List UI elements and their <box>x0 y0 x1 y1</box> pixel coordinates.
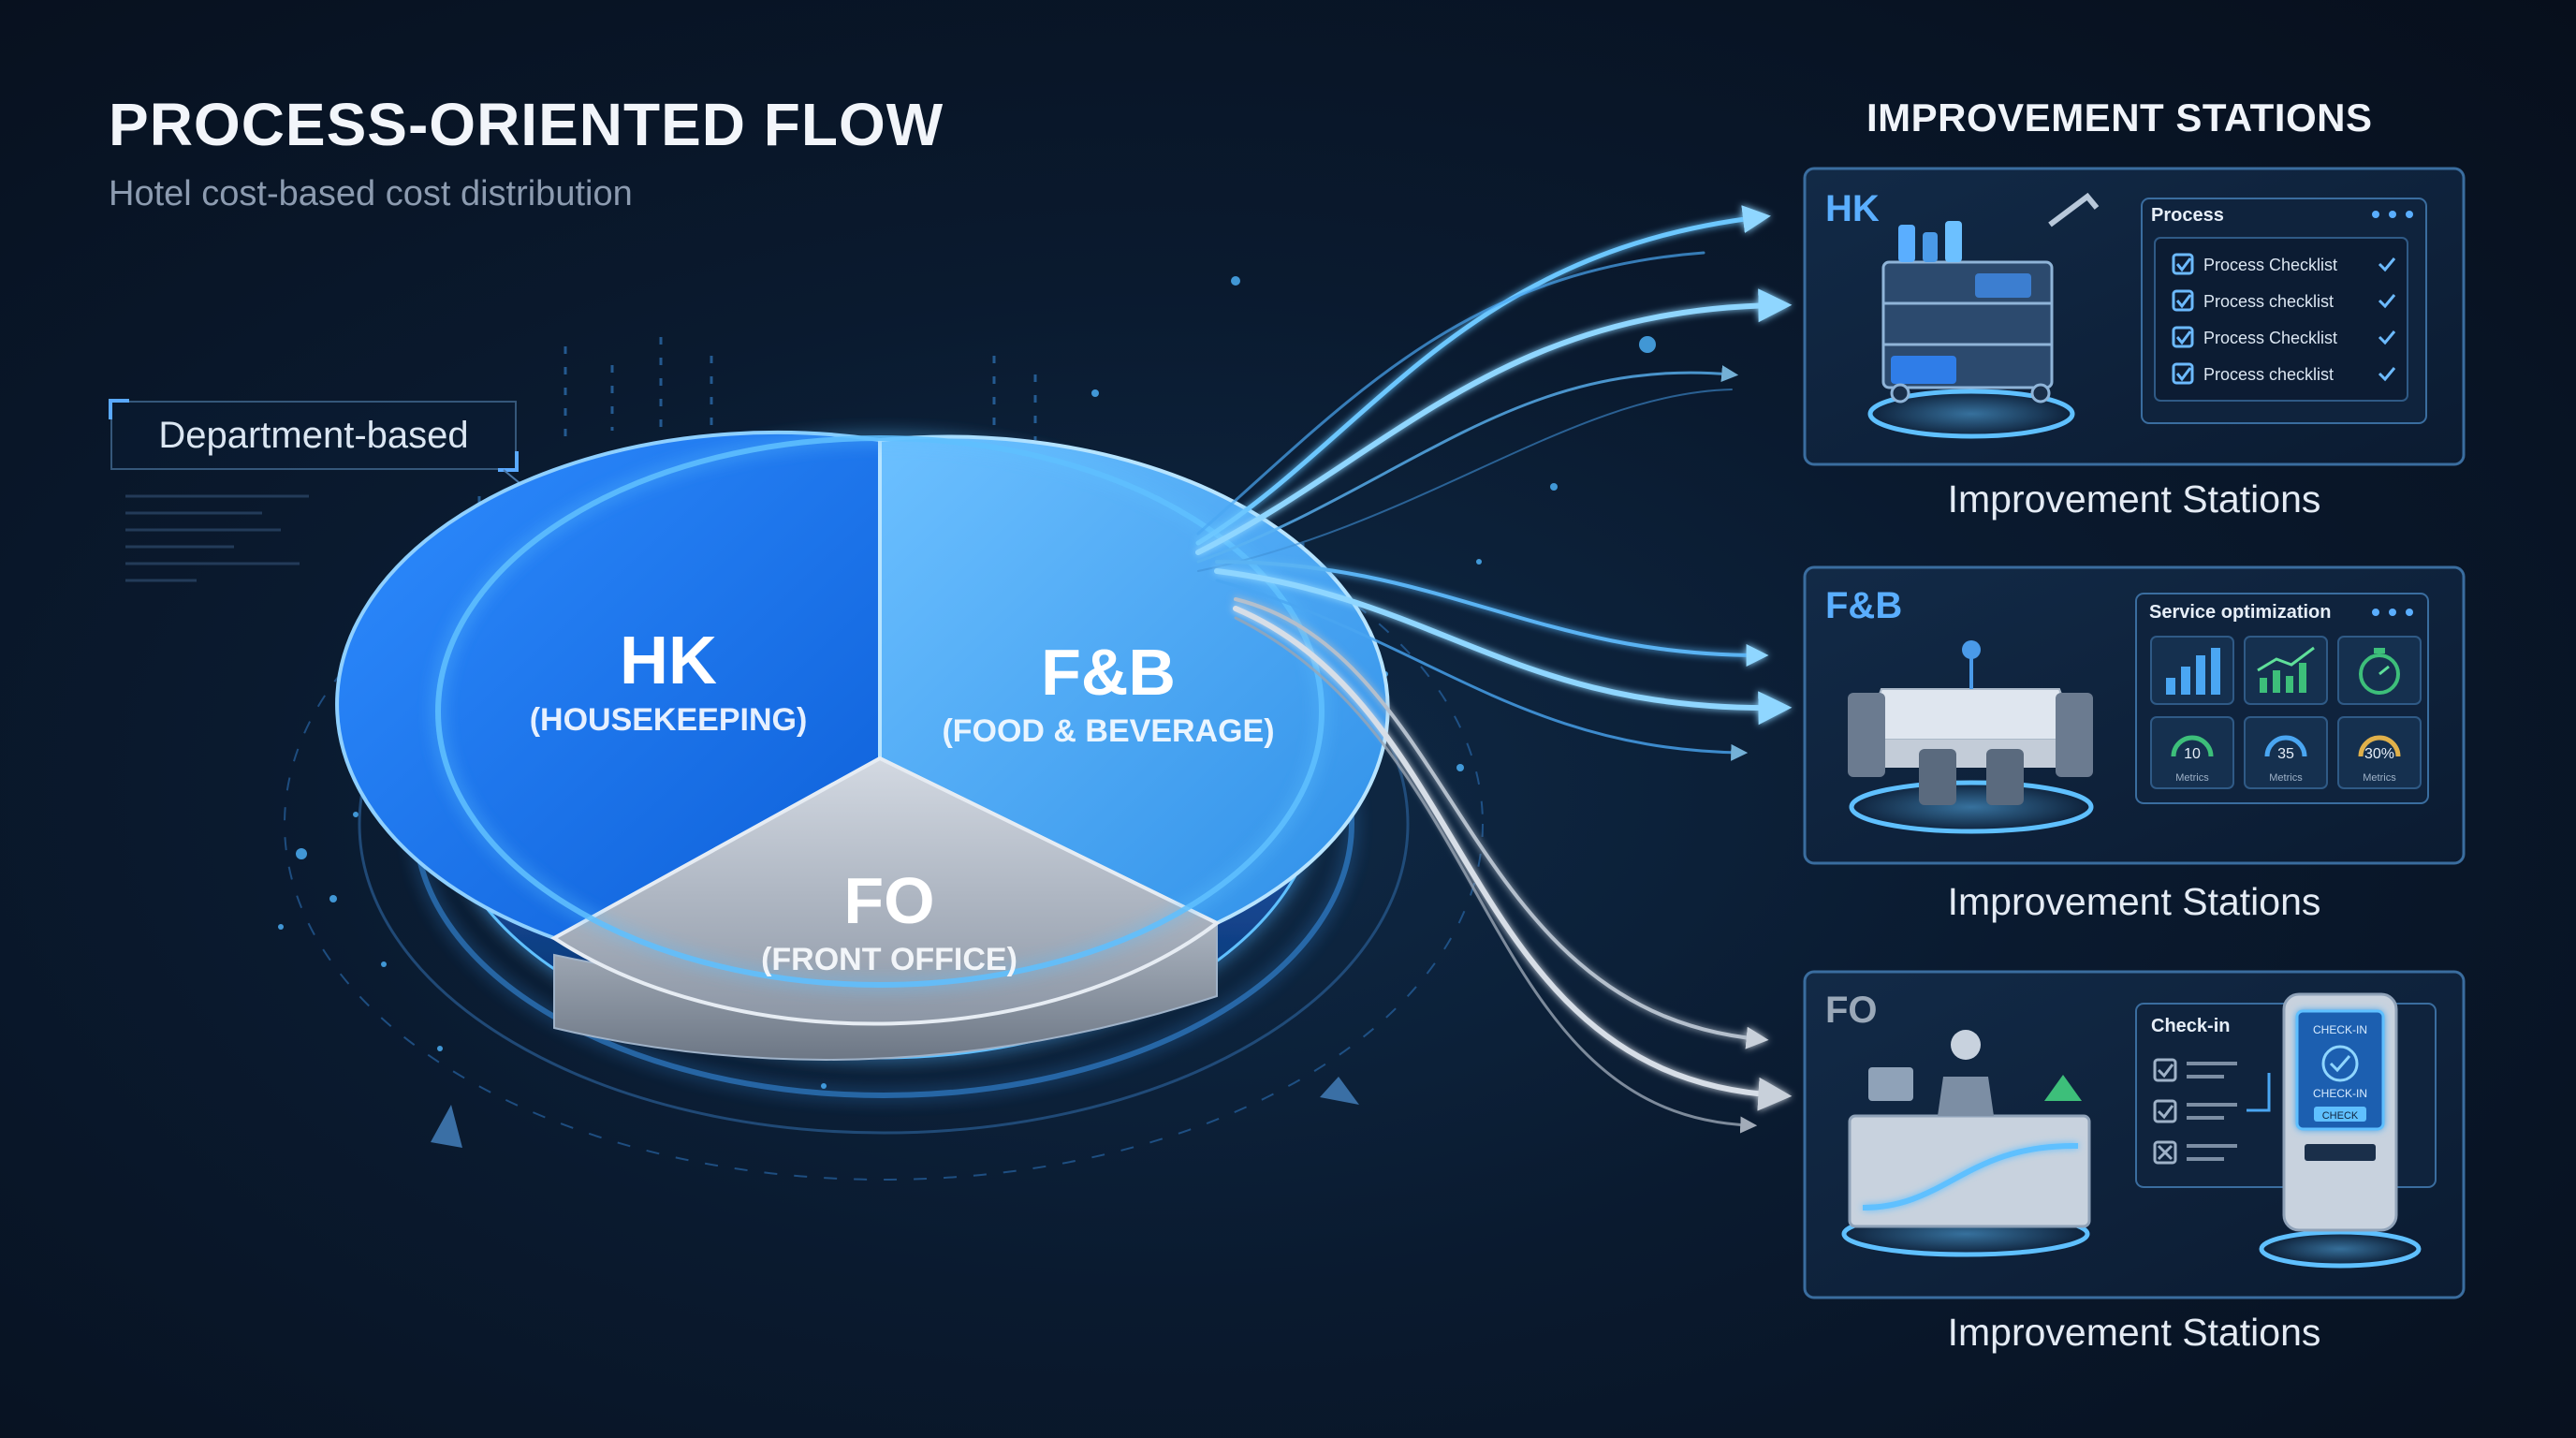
checklist-row: Process checklist <box>2172 362 2396 385</box>
flow-streams-hk <box>1195 205 1793 572</box>
station-fo: FO Check-in CHECK-IN <box>1803 970 2466 1299</box>
station-fb: F&B Service optimization <box>1803 565 2466 865</box>
fo-name: (FRONT OFFICE) <box>761 942 1017 977</box>
svg-text:Metrics: Metrics <box>2175 772 2209 784</box>
checklist-row: Process Checklist <box>2172 326 2396 348</box>
dining-table-icon <box>1848 640 2094 834</box>
page-title: PROCESS-ORIENTED FLOW <box>109 91 944 158</box>
station-hk-caption: Improvement Stations <box>1947 477 2321 521</box>
checklist-row: Process Checklist <box>2172 253 2396 275</box>
trend-chart-icon <box>2257 646 2315 693</box>
checklist: Process Checklist Process checklist Proc… <box>2154 237 2408 402</box>
station-fb-caption: Improvement Stations <box>1947 880 2321 923</box>
department-based-label: Department-based <box>109 399 519 472</box>
svg-text:Process Checklist: Process Checklist <box>2203 329 2337 347</box>
housekeeping-cart-icon <box>1867 192 2100 439</box>
station-hk: HK Process Process Checklist <box>1803 167 2466 466</box>
bar-chart-icon <box>2166 648 2220 695</box>
svg-text:35: 35 <box>2277 746 2294 762</box>
gauge-icon <box>2358 735 2401 757</box>
fb-name: (FOOD & BEVERAGE) <box>942 713 1274 749</box>
station-fo-code: FO <box>1825 990 1878 1031</box>
flow-streams-fo <box>1233 597 1793 1134</box>
fo-card-title: Check-in <box>2151 1016 2230 1036</box>
fb-code: F&B <box>1041 636 1176 709</box>
checklist-row: Process checklist <box>2172 289 2396 312</box>
station-fb-code: F&B <box>1825 585 1902 626</box>
hk-card-title: Process <box>2151 205 2224 226</box>
station-fo-caption: Improvement Stations <box>1947 1311 2321 1354</box>
checkin-list <box>2153 1058 2271 1165</box>
hk-name: (HOUSEKEEPING) <box>530 702 808 738</box>
faint-log-lines <box>125 494 309 582</box>
stopwatch-icon <box>2359 648 2400 695</box>
department-pie-chart: HK (HOUSEKEEPING) F&B (FOOD & BEVERAGE) … <box>335 430 1390 1061</box>
fo-code: FO <box>843 864 934 937</box>
pie-slice-hk <box>335 430 882 941</box>
svg-text:Process checklist: Process checklist <box>2203 292 2334 311</box>
page-subtitle: Hotel cost-based cost distribution <box>109 174 633 213</box>
flow-streams-fb <box>1214 560 1793 761</box>
svg-text:CHECK-IN: CHECK-IN <box>2313 1087 2367 1100</box>
gauge-icon <box>2171 735 2214 757</box>
svg-text:Metrics: Metrics <box>2269 772 2303 784</box>
pie-slice-fo <box>550 756 1221 1026</box>
svg-text:Process checklist: Process checklist <box>2203 365 2334 384</box>
fb-card-title: Service optimization <box>2149 602 2332 623</box>
station-hk-code: HK <box>1825 188 1880 229</box>
improvement-stations-heading: IMPROVEMENT STATIONS <box>1866 95 2373 139</box>
gauge-icon <box>2264 735 2307 757</box>
front-desk-icon <box>1841 1030 2091 1257</box>
svg-text:10: 10 <box>2184 746 2201 762</box>
svg-text:Process Checklist: Process Checklist <box>2203 256 2337 274</box>
svg-text:30%: 30% <box>2364 746 2394 762</box>
metric-tiles: 10 Metrics 35 Metrics 30% Metrics <box>2150 636 2422 789</box>
svg-text:Metrics: Metrics <box>2363 772 2396 784</box>
hk-code: HK <box>620 624 717 698</box>
svg-text:CHECK: CHECK <box>2322 1110 2359 1122</box>
checkin-kiosk-icon: CHECK-IN CHECK-IN CHECK <box>2259 992 2422 1269</box>
svg-text:CHECK-IN: CHECK-IN <box>2313 1023 2367 1036</box>
